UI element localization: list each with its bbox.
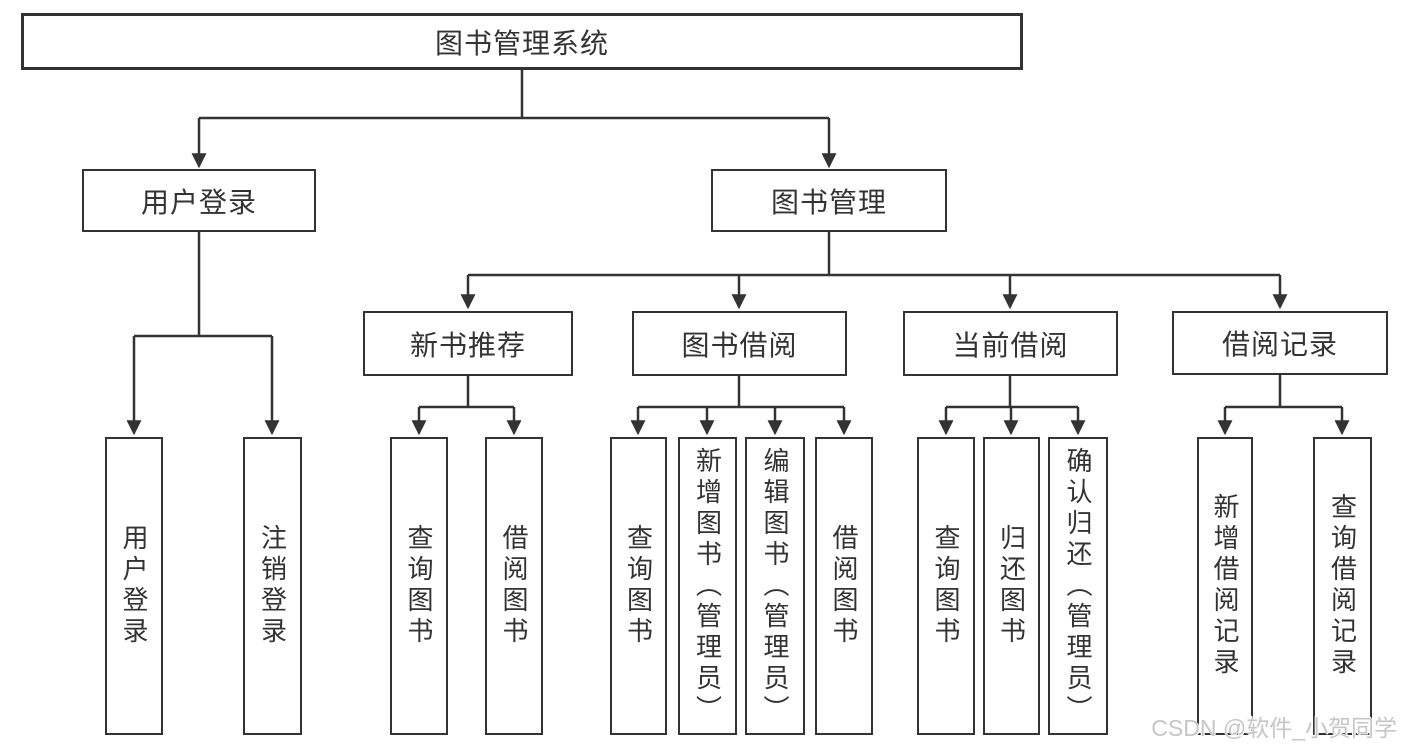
node-library-system: 图书管理系统 xyxy=(21,13,1023,70)
leaf-confirm-return-admin: 确认归还（管理员） xyxy=(1048,437,1108,735)
watermark: CSDN @软件_小贺同学 xyxy=(1151,715,1397,741)
node-borrow-records: 借阅记录 xyxy=(1172,311,1388,375)
leaf-query-books-current: 查询图书 xyxy=(917,437,975,735)
leaf-query-books-recommend: 查询图书 xyxy=(390,437,448,735)
node-book-borrow: 图书借阅 xyxy=(632,311,847,376)
leaf-query-borrow-record: 查询借阅记录 xyxy=(1313,437,1372,735)
node-book-management: 图书管理 xyxy=(711,169,947,232)
leaf-return-books: 归还图书 xyxy=(983,437,1040,735)
node-user-login: 用户登录 xyxy=(82,169,316,232)
leaf-add-books-admin: 新增图书（管理员） xyxy=(678,437,737,735)
node-current-borrow: 当前借阅 xyxy=(903,311,1118,376)
leaf-borrow-books-recommend: 借阅图书 xyxy=(485,437,543,735)
leaf-logout: 注销登录 xyxy=(243,437,302,735)
leaf-user-login: 用户登录 xyxy=(105,437,163,735)
leaf-borrow-books: 借阅图书 xyxy=(815,437,873,735)
leaf-query-books-borrow: 查询图书 xyxy=(610,437,667,735)
leaf-edit-books-admin: 编辑图书（管理员） xyxy=(745,437,805,735)
node-new-book-recommend: 新书推荐 xyxy=(363,311,573,376)
leaf-add-borrow-record: 新增借阅记录 xyxy=(1197,437,1253,735)
